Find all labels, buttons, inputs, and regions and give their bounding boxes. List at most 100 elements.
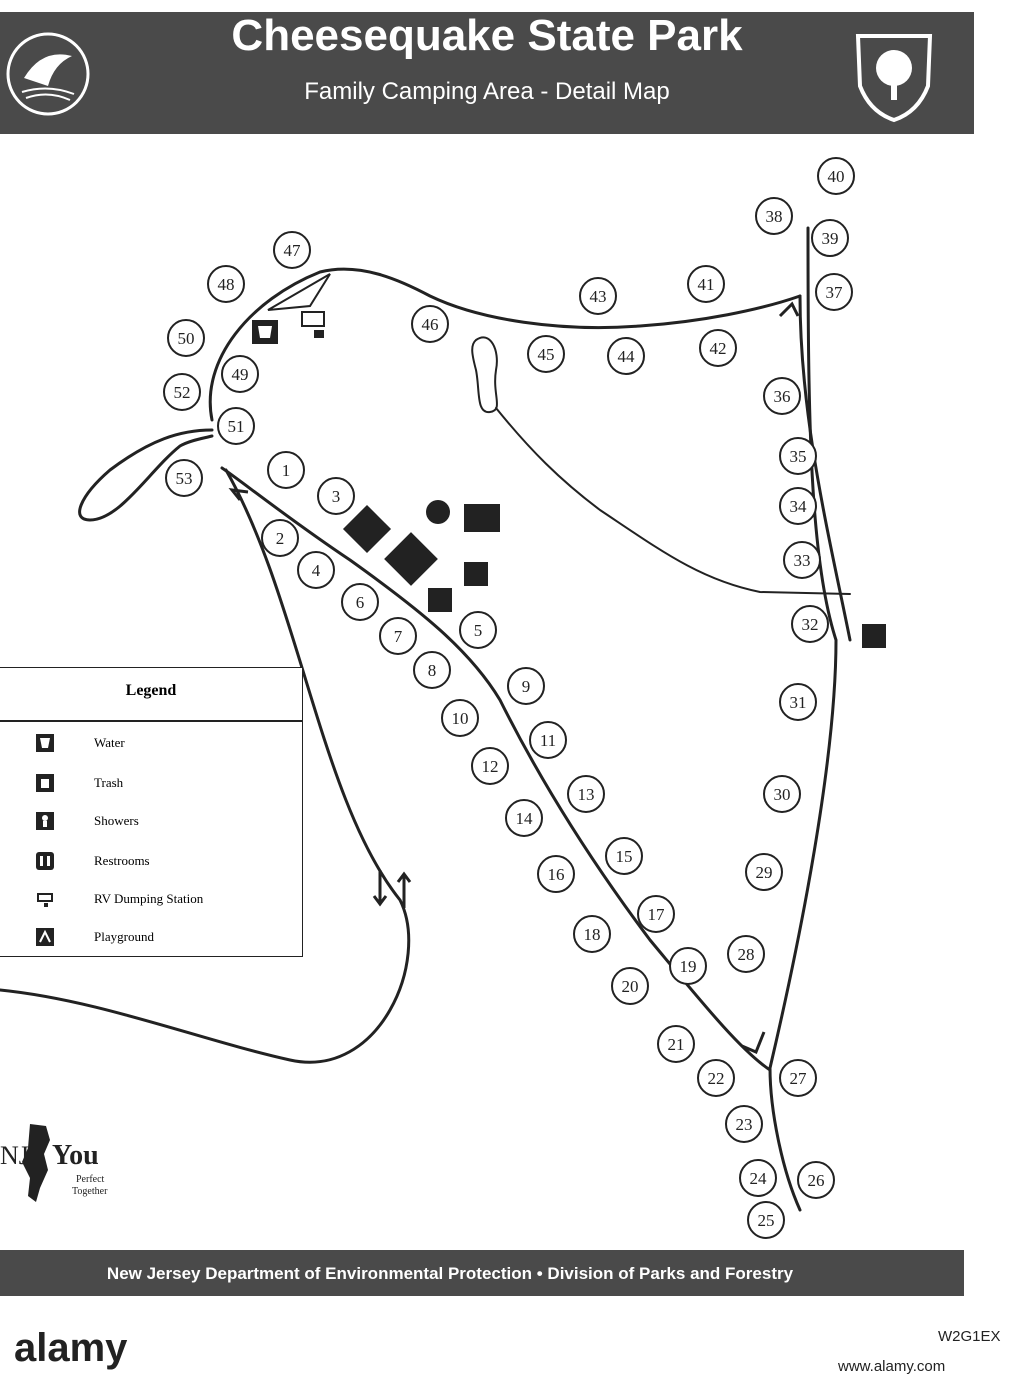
legend-title: Legend <box>125 682 177 699</box>
campsite-circle <box>817 157 855 195</box>
inner-loop-road <box>220 466 772 1072</box>
campsite-23: 23 <box>725 1105 763 1143</box>
campsite-circle <box>505 799 543 837</box>
legend-divider <box>0 720 302 722</box>
watermark-url: www.alamy.com <box>838 1358 946 1375</box>
water-icon <box>36 734 54 752</box>
campsite-circle <box>579 277 617 315</box>
campsite-circle <box>727 935 765 973</box>
playground-icon <box>36 928 54 946</box>
campsite-5: 5 <box>459 611 497 649</box>
campsite-51: 51 <box>217 407 255 445</box>
campsite-circle <box>607 337 645 375</box>
forestry-shield-icon <box>855 34 933 123</box>
campsite-number: 49 <box>232 365 249 384</box>
campsite-circle <box>745 853 783 891</box>
rv-dump-icon <box>301 311 325 327</box>
campsite-number: 13 <box>578 785 595 804</box>
campsite-number: 9 <box>522 677 531 696</box>
trash-icon <box>464 562 488 586</box>
campsite-48: 48 <box>207 265 245 303</box>
campsite-circle <box>779 487 817 525</box>
campsite-circle <box>221 355 259 393</box>
trash-icon-2 <box>428 588 452 612</box>
campsite-52: 52 <box>163 373 201 411</box>
watermark-brand: alamy <box>14 1326 128 1370</box>
campsite-14: 14 <box>505 799 543 837</box>
campsite-circle <box>165 459 203 497</box>
campsite-33: 33 <box>783 541 821 579</box>
legend-label: Restrooms <box>94 853 150 868</box>
legend-box: Legend Water Trash Showers Restrooms RV … <box>0 667 303 957</box>
campsite-7: 7 <box>379 617 417 655</box>
campsite-number: 25 <box>758 1211 775 1230</box>
campsite-30: 30 <box>763 775 801 813</box>
trail <box>495 407 851 595</box>
restrooms-icon <box>36 852 54 870</box>
campsite-circle <box>697 1059 735 1097</box>
campsite-26: 26 <box>797 1161 835 1199</box>
legend-item-water: Water <box>36 732 125 754</box>
campsite-31: 31 <box>779 683 817 721</box>
campsite-circle <box>207 265 245 303</box>
campsite-6: 6 <box>341 583 379 621</box>
campsite-circle <box>273 231 311 269</box>
campsite-44: 44 <box>607 337 645 375</box>
watermark-code: W2G1EX <box>938 1328 1001 1345</box>
campsite-circle <box>341 583 379 621</box>
campsite-53: 53 <box>165 459 203 497</box>
campsite-circle <box>441 699 479 737</box>
legend-label: RV Dumping Station <box>94 891 204 906</box>
campsite-45: 45 <box>527 335 565 373</box>
campsite-number: 19 <box>680 957 697 976</box>
campsite-number: 7 <box>394 627 403 646</box>
tagline-together: Together <box>72 1186 108 1197</box>
legend-label: Water <box>94 735 125 750</box>
trash-icon <box>36 774 54 792</box>
legend-label: Playground <box>94 929 154 944</box>
campsite-circle <box>755 197 793 235</box>
header-banner: Cheesequake State Park Family Camping Ar… <box>0 12 974 134</box>
parking-lot <box>267 273 331 311</box>
campsite-13: 13 <box>567 775 605 813</box>
campsite-circle <box>657 1025 695 1063</box>
campsite-number: 5 <box>474 621 483 640</box>
campsite-number: 11 <box>540 731 556 750</box>
campsite-number: 21 <box>668 1035 685 1054</box>
campsite-number: 46 <box>422 315 439 334</box>
campsite-number: 44 <box>618 347 636 366</box>
campsite-number: 38 <box>766 207 783 226</box>
nj-label: NJ <box>0 1141 29 1170</box>
campsite-circle <box>779 437 817 475</box>
campsite-circle <box>779 683 817 721</box>
campsite-circle <box>573 915 611 953</box>
legend-item-playground: Playground <box>36 926 154 948</box>
campsite-number: 48 <box>218 275 235 294</box>
campsite-circle <box>763 377 801 415</box>
campsite-36: 36 <box>763 377 801 415</box>
campsite-number: 14 <box>516 809 534 828</box>
two-way-arrow-icon <box>372 870 412 908</box>
campsite-circle <box>459 611 497 649</box>
campsite-3: 3 <box>317 477 355 515</box>
campsite-1: 1 <box>267 451 305 489</box>
campsite-circle <box>739 1159 777 1197</box>
trash-icon-3 <box>862 624 886 648</box>
legend-item-restrooms: Restrooms <box>36 850 150 872</box>
campsite-number: 40 <box>828 167 845 186</box>
campsite-20: 20 <box>611 967 649 1005</box>
campsite-number: 43 <box>590 287 607 306</box>
campsite-42: 42 <box>699 329 737 367</box>
campsite-circle <box>527 335 565 373</box>
campsite-circle <box>725 1105 763 1143</box>
map-facility-icons <box>228 301 886 1054</box>
campsite-circle <box>791 605 829 643</box>
campsite-number: 2 <box>276 529 285 548</box>
campsite-circle <box>815 273 853 311</box>
campsite-number: 20 <box>622 977 639 996</box>
campsite-number: 51 <box>228 417 245 436</box>
campsite-number: 53 <box>176 469 193 488</box>
campsite-41: 41 <box>687 265 725 303</box>
rv-dump-icon <box>37 893 53 907</box>
park-emblem-icon <box>6 32 90 116</box>
